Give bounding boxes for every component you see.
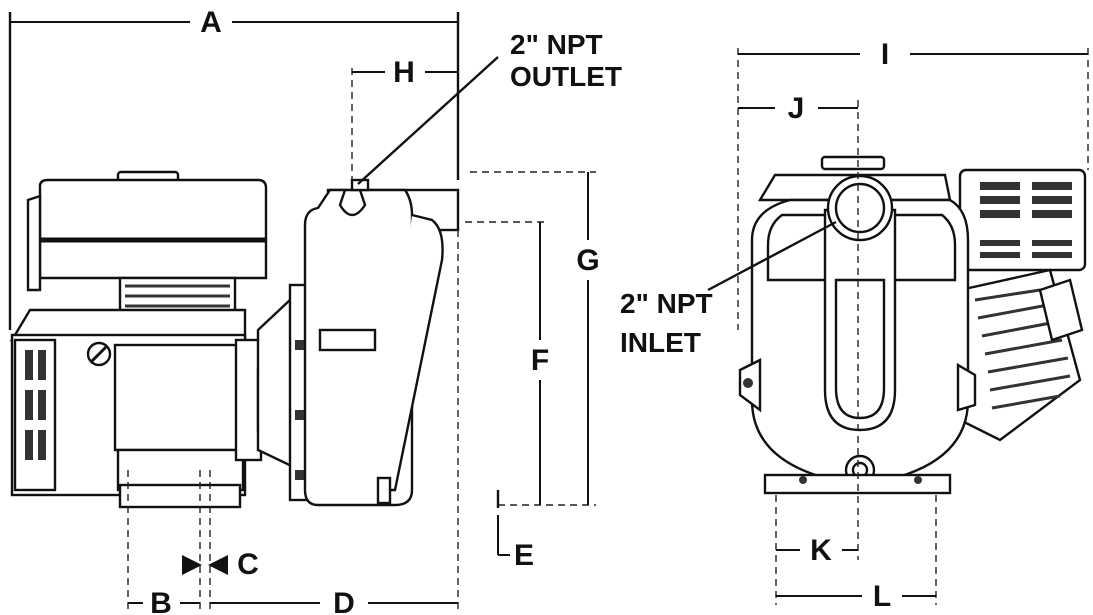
label-j: J (788, 92, 805, 125)
front-view: I J 2" NPT INLET K L (620, 38, 1089, 613)
label-g: G (576, 244, 599, 277)
engine-block (9, 308, 263, 509)
dimension-e: E (496, 490, 534, 572)
dimension-h: H (351, 56, 458, 180)
label-h: H (393, 56, 415, 89)
label-e: E (514, 539, 534, 572)
label-c: C (237, 548, 259, 581)
label-f: F (531, 344, 549, 377)
outlet-callout: 2" NPT OUTLET (357, 29, 622, 185)
outlet-label-line1: 2" NPT (510, 29, 603, 60)
dimension-a: A (8, 6, 460, 610)
label-l: L (873, 580, 891, 613)
pump-housing (303, 178, 460, 507)
dimension-k: K (775, 495, 937, 605)
label-a: A (200, 6, 222, 39)
engine-cover (26, 170, 268, 292)
engine-air-cleaner (958, 168, 1087, 272)
pump-front-body (738, 155, 977, 495)
inlet-label-line1: 2" NPT (620, 288, 713, 319)
inlet-label-line2: INLET (620, 327, 701, 358)
inlet-callout: 2" NPT INLET (620, 220, 837, 358)
dimension-g: G (470, 171, 600, 506)
outlet-label-line2: OUTLET (510, 61, 622, 92)
dimension-bcd: C B D (127, 470, 458, 615)
side-view: A H 2" NPT OUTLET G F (8, 6, 622, 615)
label-b: B (150, 587, 172, 615)
cylinder-fins (958, 268, 1084, 442)
label-d: D (333, 587, 355, 615)
label-k: K (810, 534, 832, 567)
label-i: I (881, 38, 889, 71)
dimension-l: L (776, 580, 936, 613)
dimension-i: I (737, 38, 1089, 330)
dimension-j: J (738, 92, 859, 560)
dimension-f: F (465, 221, 549, 505)
